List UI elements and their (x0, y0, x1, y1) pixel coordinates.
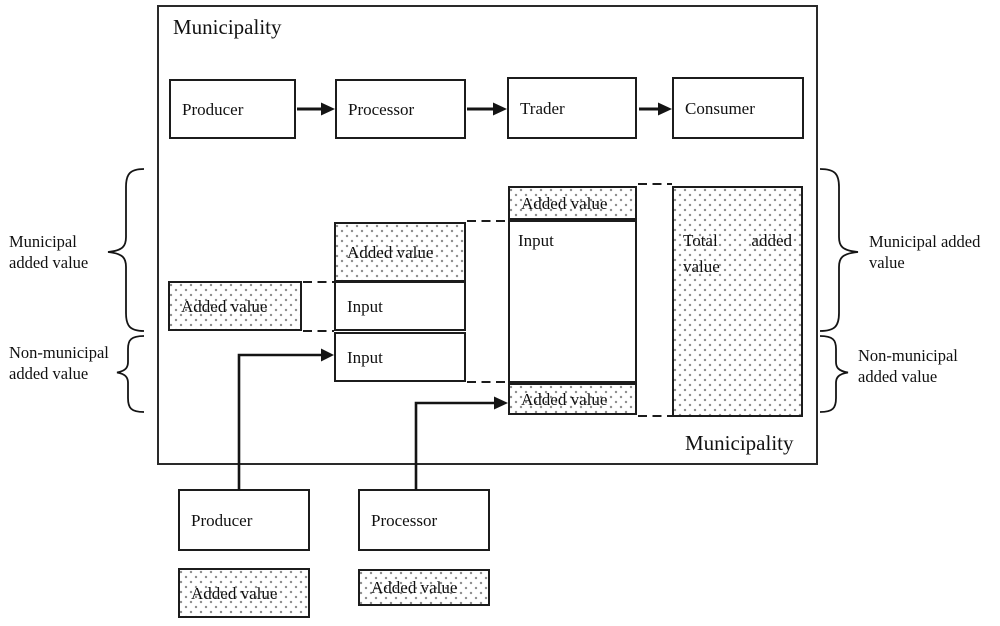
processor-input-municipal-label: Input (347, 296, 383, 316)
external-producer-label: Producer (191, 510, 253, 530)
chain-box-trader-label: Trader (520, 98, 565, 118)
processor-added-value-box: Added value (334, 222, 466, 282)
external-producer-added-value-box: Added value (178, 568, 310, 618)
chain-box-processor: Processor (335, 79, 466, 139)
external-processor-added-value-label: Added value (371, 578, 458, 597)
chain-box-producer-label: Producer (182, 99, 244, 119)
processor-input-nonmunicipal-label: Input (347, 347, 383, 367)
trader-added-value-top-label: Added value (521, 193, 608, 213)
municipality-label-top: Municipality (173, 15, 282, 39)
external-producer-box: Producer (178, 489, 310, 551)
right-label-nonmunicipal-added-value: Non-municipal added value (858, 346, 958, 386)
external-producer-added-value-label: Added value (191, 583, 278, 603)
left-label-municipal-added-value: Municipal added value (9, 232, 89, 272)
trader-added-value-bottom-label: Added value (521, 389, 608, 409)
brace-right-municipal-icon (819, 168, 859, 332)
processor-input-municipal-box: Input (334, 281, 466, 331)
trader-added-value-bottom-box: Added value (508, 383, 637, 415)
chain-box-trader: Trader (507, 77, 637, 139)
external-processor-box: Processor (358, 489, 490, 551)
left-label-nonmunicipal-added-value: Non-municipal added value (9, 343, 109, 383)
chain-box-consumer-label: Consumer (685, 98, 755, 118)
trader-input-box: Input (508, 220, 637, 383)
external-processor-label: Processor (371, 510, 438, 530)
trader-input-label: Input (518, 231, 554, 250)
chain-box-consumer: Consumer (672, 77, 804, 139)
brace-right-nonmunicipal-icon (819, 335, 849, 413)
brace-left-municipal-icon (107, 168, 145, 332)
trader-added-value-top-box: Added value (508, 186, 637, 220)
chain-box-producer: Producer (169, 79, 296, 139)
processor-added-value-label: Added value (347, 242, 434, 262)
municipality-label-bottom: Municipality (685, 431, 794, 455)
producer-added-value-box: Added value (168, 281, 302, 331)
chain-box-processor-label: Processor (348, 99, 415, 119)
external-processor-added-value-box: Added value (358, 569, 490, 606)
right-label-municipal-added-value: Municipal added value (869, 232, 981, 272)
total-added-value-box: Total added value (672, 186, 803, 417)
processor-input-nonmunicipal-box: Input (334, 332, 466, 382)
producer-added-value-label: Added value (181, 296, 268, 316)
